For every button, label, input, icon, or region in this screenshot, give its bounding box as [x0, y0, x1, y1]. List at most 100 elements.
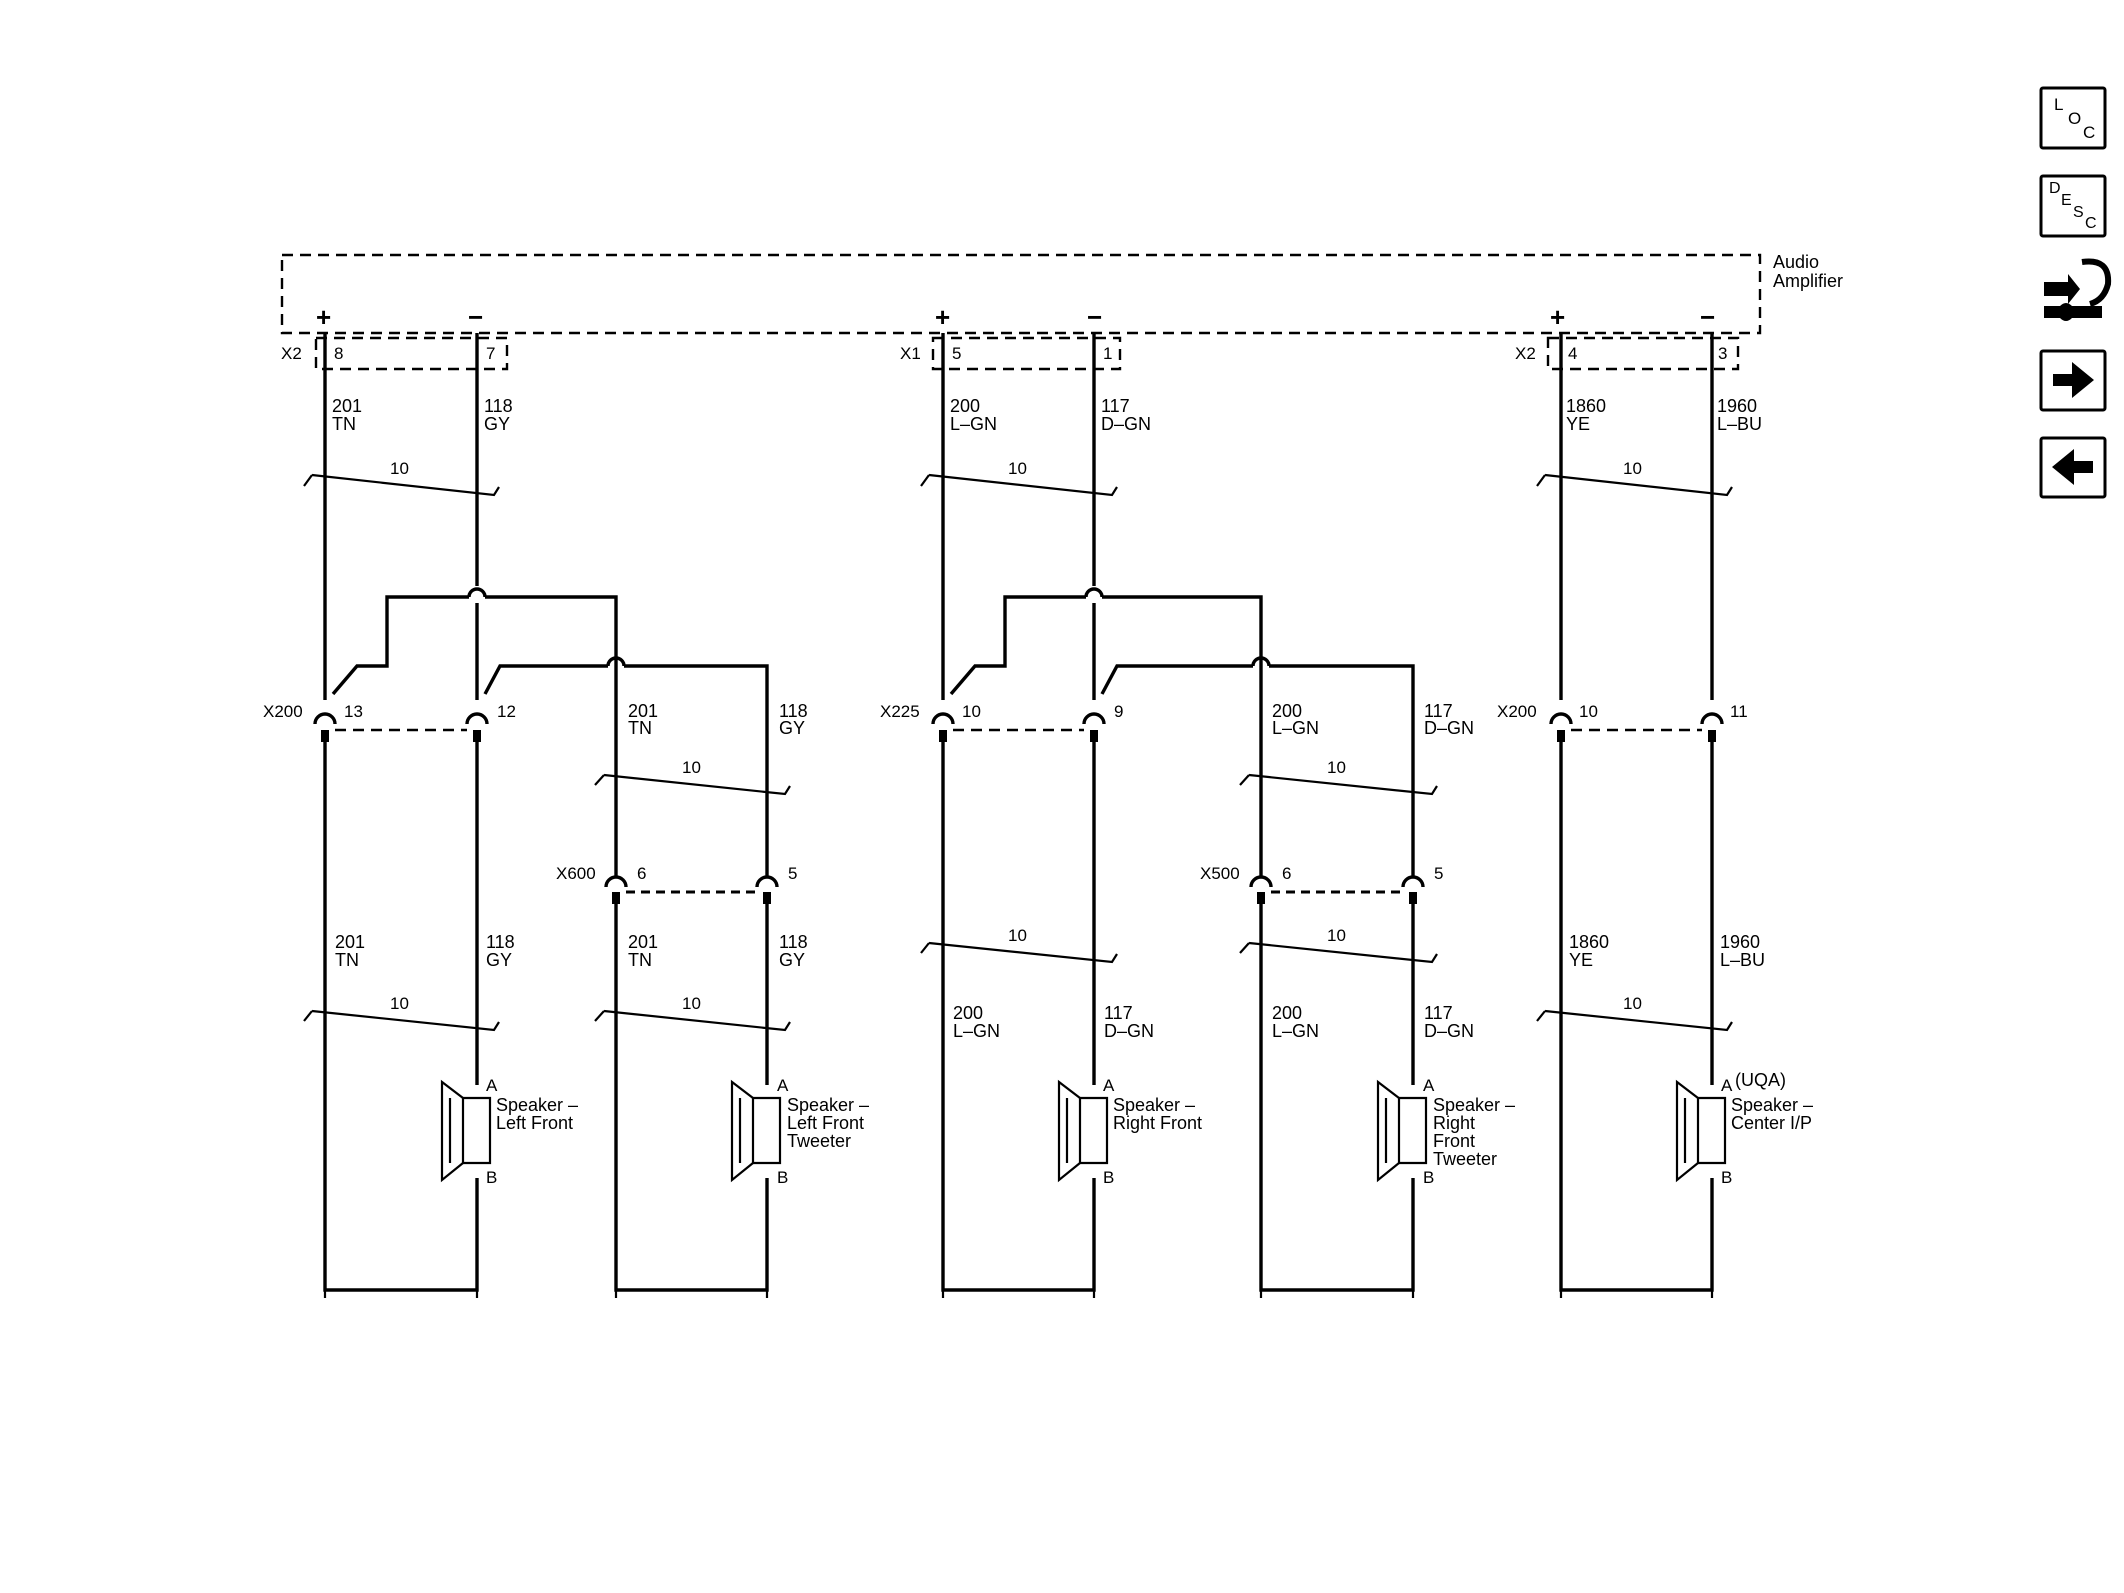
speaker-pin-a: A: [1423, 1076, 1435, 1095]
connector-terminal: [1082, 712, 1106, 725]
wire-color: YE: [1569, 950, 1593, 970]
gauge-value: 10: [1623, 459, 1642, 478]
module-name-line1: Audio: [1773, 252, 1819, 272]
gauge-line: [920, 941, 1118, 964]
speaker-label-line: Front: [1433, 1131, 1475, 1151]
connector-pin: [1708, 730, 1716, 742]
wire-color: L–BU: [1720, 950, 1765, 970]
speaker-label-line: Speaker –: [1731, 1095, 1813, 1115]
wire-color: L–GN: [1272, 1021, 1319, 1041]
pin-label: 6: [1282, 864, 1291, 883]
speaker-label-line: Speaker –: [787, 1095, 869, 1115]
speaker-label-line: Speaker –: [1113, 1095, 1195, 1115]
wire-crossover-hop: [1251, 656, 1271, 667]
wire-circuit: 201: [332, 396, 362, 416]
speaker-magnet: [1078, 1096, 1109, 1165]
connector-terminal: [313, 712, 337, 725]
desc-letter: S: [2073, 204, 2084, 221]
wire-color: TN: [628, 718, 652, 738]
wire-color: TN: [628, 950, 652, 970]
wire-200-tweeter-feed: [1102, 595, 1263, 876]
connector-pin: [763, 892, 771, 904]
gauge-value: 10: [1008, 926, 1027, 945]
pin-label: 5: [1434, 864, 1443, 883]
wire-color: L–BU: [1717, 414, 1762, 434]
loc-letter: O: [2068, 109, 2081, 128]
speaker-label-line: Center I/P: [1731, 1113, 1812, 1133]
loc-letter: L: [2054, 95, 2063, 114]
speaker-pin-a: A: [486, 1076, 498, 1095]
wire-color: D–GN: [1101, 414, 1151, 434]
connector-terminal: [465, 712, 489, 725]
connector-terminal: [755, 875, 779, 888]
speaker-right-front: A B Speaker – Right Front: [1057, 1076, 1202, 1187]
desc-letter: E: [2061, 192, 2072, 209]
wire-circuit: 117: [1101, 396, 1130, 416]
wire-color: D–GN: [1424, 718, 1474, 738]
gauge-value: 10: [682, 758, 701, 777]
speaker-cone: [1376, 1079, 1400, 1183]
connector-id: X225: [880, 702, 920, 721]
connector-id: X500: [1200, 864, 1240, 883]
desc-button[interactable]: D E S C: [2039, 174, 2107, 238]
pin-label: 5: [952, 344, 961, 363]
wire-circuit: 201: [628, 701, 658, 721]
connector-outline: [314, 336, 509, 371]
wire-circuit: 117: [1424, 701, 1453, 721]
wire-200-branch: [949, 595, 1086, 696]
gauge-line: [1239, 941, 1438, 964]
wire-crossover-hop: [606, 656, 626, 667]
wire-circuit: 118: [486, 932, 515, 952]
tweeter-feed-labels: 201 TN 118 GY 200 L–GN 117 D–GN: [628, 701, 1474, 738]
gauge-value: 10: [1008, 459, 1027, 478]
pin-label: 1: [1103, 344, 1112, 363]
wire-color: D–GN: [1104, 1021, 1154, 1041]
speaker-label-line: Right: [1433, 1113, 1475, 1133]
inline-connector-x600: X600 6 5: [556, 864, 797, 904]
next-page-button[interactable]: [2039, 349, 2107, 412]
speaker-cone: [730, 1079, 754, 1183]
wire-color: YE: [1566, 414, 1590, 434]
pin-label: 11: [1730, 702, 1748, 721]
gauge-value: 10: [1327, 926, 1346, 945]
module-connector-x2-left: X2 8 7 + −: [281, 302, 509, 371]
connector-terminal: [1549, 712, 1573, 725]
wire-color: GY: [779, 718, 805, 738]
inline-connector-x200-left: X200 13 12: [263, 702, 516, 742]
connector-id: X200: [1497, 702, 1537, 721]
polarity-minus: −: [468, 302, 483, 332]
gauge-line: [594, 773, 791, 796]
pin-label: 7: [486, 344, 495, 363]
polarity-plus: +: [935, 302, 950, 332]
connector-id: X2: [1515, 344, 1536, 363]
top-wire-labels: 201 TN 118 GY 200 L–GN 117 D–GN 1860 YE …: [332, 396, 1762, 434]
wire-color: L–GN: [953, 1021, 1000, 1041]
speaker-label-line: Left Front: [496, 1113, 573, 1133]
schematic-connector-button[interactable]: [2044, 258, 2112, 321]
gauge-value: 10: [390, 459, 409, 478]
gauge-line: [303, 473, 500, 497]
gauge-line: [594, 1009, 791, 1032]
speaker-cone: [1057, 1079, 1081, 1183]
wire-circuit: 201: [335, 932, 365, 952]
connector-terminal: [604, 875, 628, 888]
speaker-right-front-tweeter: A B Speaker – Right Front Tweeter: [1376, 1076, 1515, 1187]
previous-page-button[interactable]: [2039, 436, 2107, 499]
lower-wire-labels: 201 TN 118 GY 201 TN 118 GY 200 L–GN 117…: [335, 932, 1765, 1041]
back-arrow-icon: [2052, 449, 2093, 485]
connector-id: X2: [281, 344, 302, 363]
pin-label: 10: [962, 702, 981, 721]
connector-terminal: [931, 712, 955, 725]
wire-circuit: 1960: [1720, 932, 1760, 952]
gauge-value: 10: [682, 994, 701, 1013]
speaker-label-line: Left Front: [787, 1113, 864, 1133]
connector-pin: [612, 892, 620, 904]
loc-button[interactable]: L O C: [2039, 86, 2107, 150]
wire-lf-tweeter-loop: [614, 898, 769, 1292]
pin-label: 5: [788, 864, 797, 883]
pin-label: 12: [497, 702, 516, 721]
wire-color: TN: [332, 414, 356, 434]
pin-label: 8: [334, 344, 343, 363]
module-name-line2: Amplifier: [1773, 271, 1843, 291]
